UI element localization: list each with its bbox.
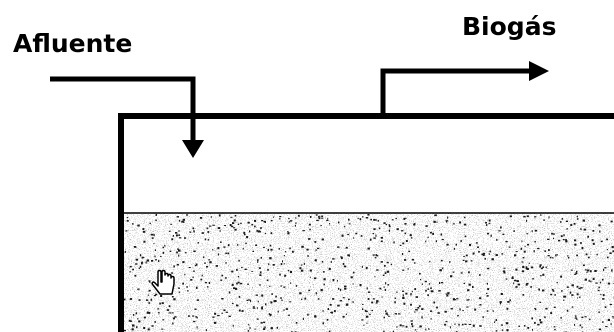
sludge-layer xyxy=(121,213,614,332)
biogas-outlet-arrow xyxy=(380,61,549,116)
biogas-label: Biogás xyxy=(462,12,556,41)
inlet-label: Afluente xyxy=(13,29,132,58)
inlet-arrow xyxy=(50,76,204,158)
sludge-speckles xyxy=(121,214,614,332)
hand-pointer-icon xyxy=(151,269,175,295)
tank-wall xyxy=(118,113,614,332)
